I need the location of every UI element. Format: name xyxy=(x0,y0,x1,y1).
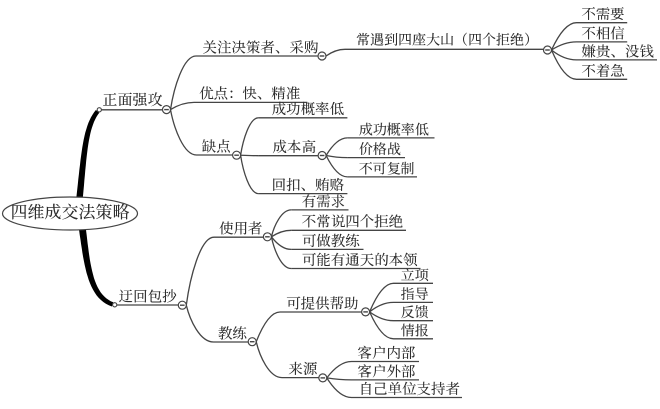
svg-text:不需要: 不需要 xyxy=(582,3,625,24)
svg-text:成功概率低: 成功概率低 xyxy=(359,119,429,139)
svg-text:自己单位支持者: 自己单位支持者 xyxy=(359,378,461,399)
svg-text:不常说四个拒绝: 不常说四个拒绝 xyxy=(302,211,404,232)
svg-text:关注决策者、采购: 关注决策者、采购 xyxy=(203,37,319,58)
svg-text:成本高: 成本高 xyxy=(273,136,317,157)
svg-text:使用者: 使用者 xyxy=(219,218,263,239)
svg-text:不相信: 不相信 xyxy=(582,22,625,43)
svg-text:客户内部: 客户内部 xyxy=(358,342,416,363)
svg-text:可能有通天的本领: 可能有通天的本领 xyxy=(302,249,418,270)
svg-text:价格战: 价格战 xyxy=(359,139,401,159)
svg-text:不着急: 不着急 xyxy=(582,60,625,81)
svg-text:嫌贵、没钱: 嫌贵、没钱 xyxy=(582,40,655,61)
svg-text:指导: 指导 xyxy=(401,284,429,304)
svg-text:优点：快、精准: 优点：快、精准 xyxy=(199,83,301,104)
svg-text:反馈: 反馈 xyxy=(401,302,429,322)
svg-text:教练: 教练 xyxy=(218,322,247,343)
svg-text:四维成交法策略: 四维成交法策略 xyxy=(11,198,131,223)
svg-text:客户外部: 客户外部 xyxy=(358,360,416,381)
svg-text:正面强攻: 正面强攻 xyxy=(103,89,163,110)
svg-text:不可复制: 不可复制 xyxy=(359,158,415,178)
svg-text:迂回包抄: 迂回包抄 xyxy=(119,286,177,307)
svg-text:立项: 立项 xyxy=(401,265,429,285)
svg-text:有需求: 有需求 xyxy=(302,190,346,211)
svg-text:来源: 来源 xyxy=(288,358,317,379)
svg-text:回扣、贿赂: 回扣、贿赂 xyxy=(272,174,345,195)
svg-text:常遇到四座大山（四个拒绝）: 常遇到四座大山（四个拒绝） xyxy=(356,29,538,49)
svg-text:可做教练: 可做教练 xyxy=(302,230,360,251)
svg-text:缺点: 缺点 xyxy=(202,136,231,157)
svg-text:情报: 情报 xyxy=(401,320,429,340)
svg-text:可提供帮助: 可提供帮助 xyxy=(286,292,359,313)
svg-text:成功概率低: 成功概率低 xyxy=(272,98,345,119)
